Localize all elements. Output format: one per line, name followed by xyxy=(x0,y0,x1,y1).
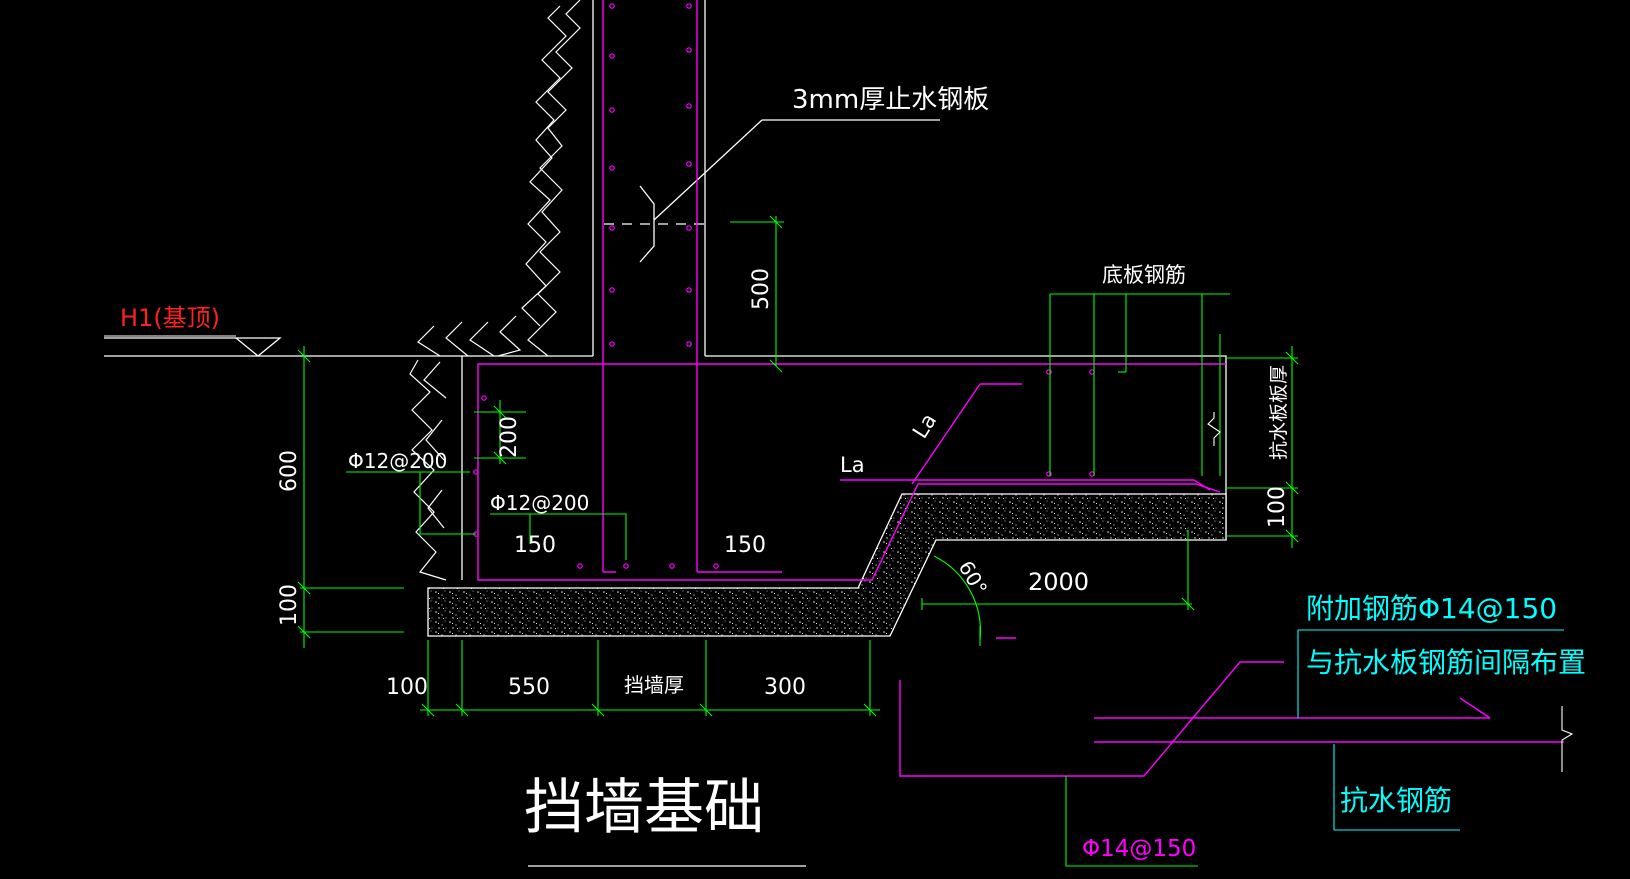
dim-wall-thickness: 挡墙厚 xyxy=(624,673,684,697)
elevation-label: H1(基顶) xyxy=(120,304,220,332)
cyan-leaders xyxy=(1297,629,1564,831)
anti-float-rebar-label: 抗水钢筋 xyxy=(1340,784,1452,817)
la-horizontal-label: La xyxy=(840,453,865,477)
rebar-label-a: Φ12@200 xyxy=(348,449,447,473)
dimension-lines xyxy=(297,215,1299,867)
la-sloped-label: La xyxy=(908,409,941,443)
rebar-label-b: Φ12@200 xyxy=(490,491,589,515)
dim-2000: 2000 xyxy=(1028,568,1089,596)
rebar-dots xyxy=(473,3,1095,569)
additional-rebar-line1: 附加钢筋Φ14@150 xyxy=(1306,592,1557,625)
additional-rebar-line2: 与抗水板钢筋间隔布置 xyxy=(1306,646,1586,679)
dim-100-bottom: 100 xyxy=(386,675,428,700)
structure-outline xyxy=(104,0,1227,580)
dim-150-b: 150 xyxy=(724,533,766,558)
dim-550: 550 xyxy=(508,675,550,700)
dim-100-right: 100 xyxy=(1265,486,1290,528)
waterstop-plate xyxy=(604,119,940,263)
concrete-cushion xyxy=(427,493,1227,637)
bottom-slab-rebar-label: 底板钢筋 xyxy=(1102,263,1186,287)
rebar xyxy=(477,0,1564,777)
rebar-bottom-label: Φ14@150 xyxy=(1082,836,1196,862)
dim-200: 200 xyxy=(497,416,522,458)
break-symbols xyxy=(1207,412,1574,772)
dim-600: 600 xyxy=(277,450,302,492)
dim-100-left: 100 xyxy=(277,584,302,626)
anti-float-thickness-label: 抗水板板厚 xyxy=(1268,365,1290,460)
waterstop-label: 3mm厚止水钢板 xyxy=(792,85,989,115)
drawing-title: 挡墙基础 xyxy=(524,773,764,843)
dim-300: 300 xyxy=(764,675,806,700)
angle-label: 60° xyxy=(954,557,993,600)
dim-500: 500 xyxy=(749,268,774,310)
dim-150-a: 150 xyxy=(514,533,556,558)
soil-hatch xyxy=(409,0,581,581)
